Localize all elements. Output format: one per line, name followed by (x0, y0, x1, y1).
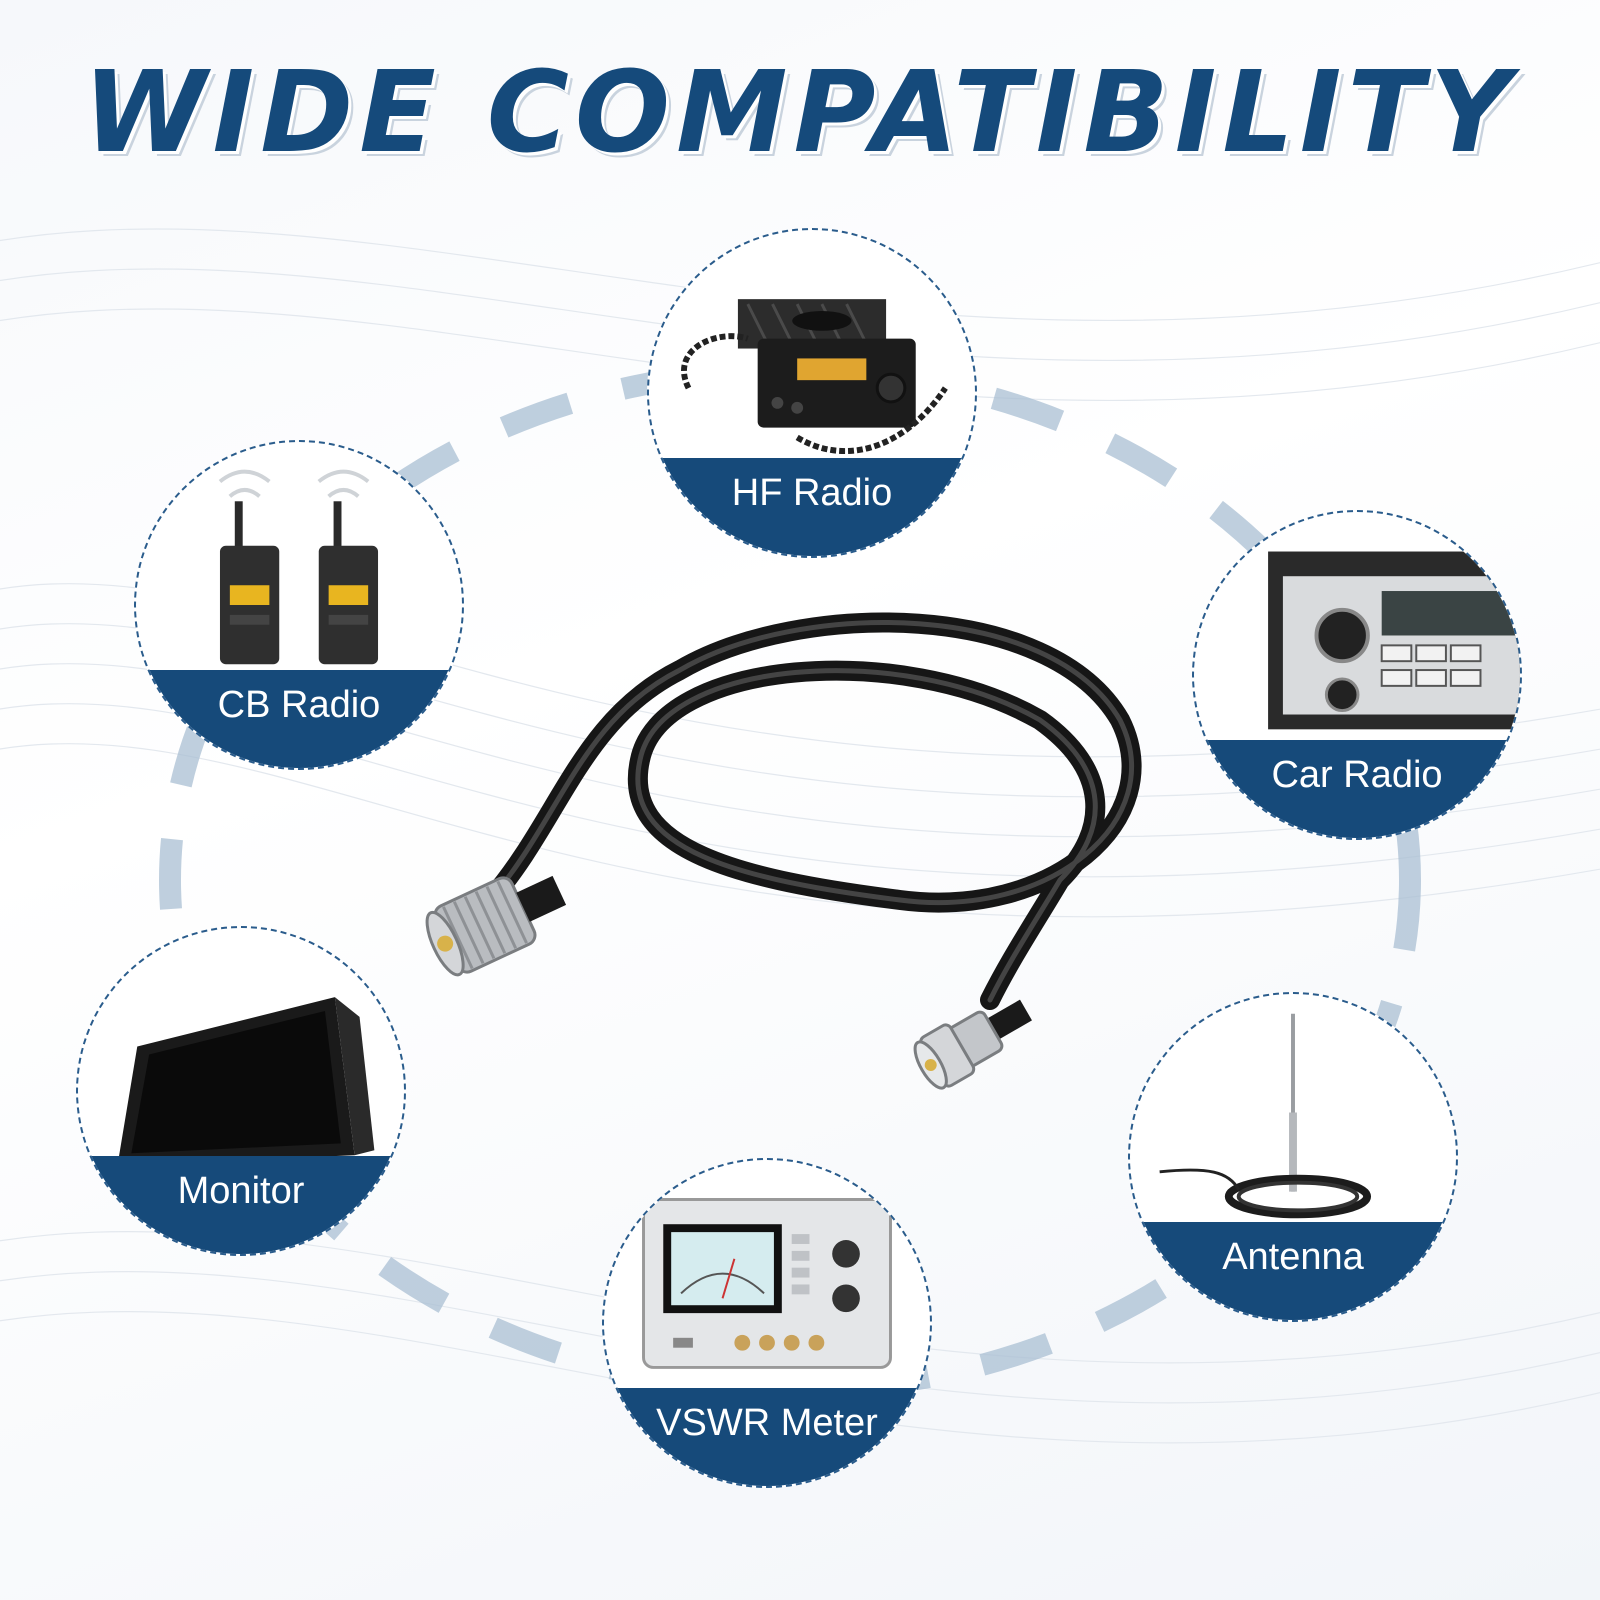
hf-transceiver-icon (681, 299, 948, 454)
device-vswr-meter: VSWR Meter (602, 1158, 932, 1488)
device-monitor: Monitor (76, 926, 406, 1256)
monitor-icon (117, 997, 375, 1183)
device-car-radio: Car Radio (1192, 510, 1522, 840)
device-label: Monitor (177, 1170, 305, 1213)
device-label-band: VSWR Meter (604, 1388, 930, 1486)
device-label: CB Radio (217, 684, 381, 727)
device-antenna: Antenna (1128, 992, 1458, 1322)
device-cb-radio: CB Radio (134, 440, 464, 770)
device-label: Antenna (1222, 1236, 1364, 1279)
device-label-band: CB Radio (136, 670, 462, 768)
device-label-band: Antenna (1130, 1222, 1456, 1320)
device-label-band: Monitor (78, 1156, 404, 1254)
device-label-band: Car Radio (1194, 740, 1520, 838)
device-label: Car Radio (1271, 754, 1443, 797)
device-hf-radio: HF Radio (647, 228, 977, 558)
headline: WIDE COMPATIBILITY (83, 48, 1517, 178)
device-label: HF Radio (731, 472, 893, 515)
antenna-icon (1159, 1013, 1372, 1219)
device-label-band: HF Radio (649, 458, 975, 556)
device-label: VSWR Meter (656, 1402, 878, 1445)
walkie-talkie-icon (218, 469, 379, 665)
vswr-meter-icon (642, 1198, 892, 1369)
car-stereo-icon (1268, 551, 1520, 730)
